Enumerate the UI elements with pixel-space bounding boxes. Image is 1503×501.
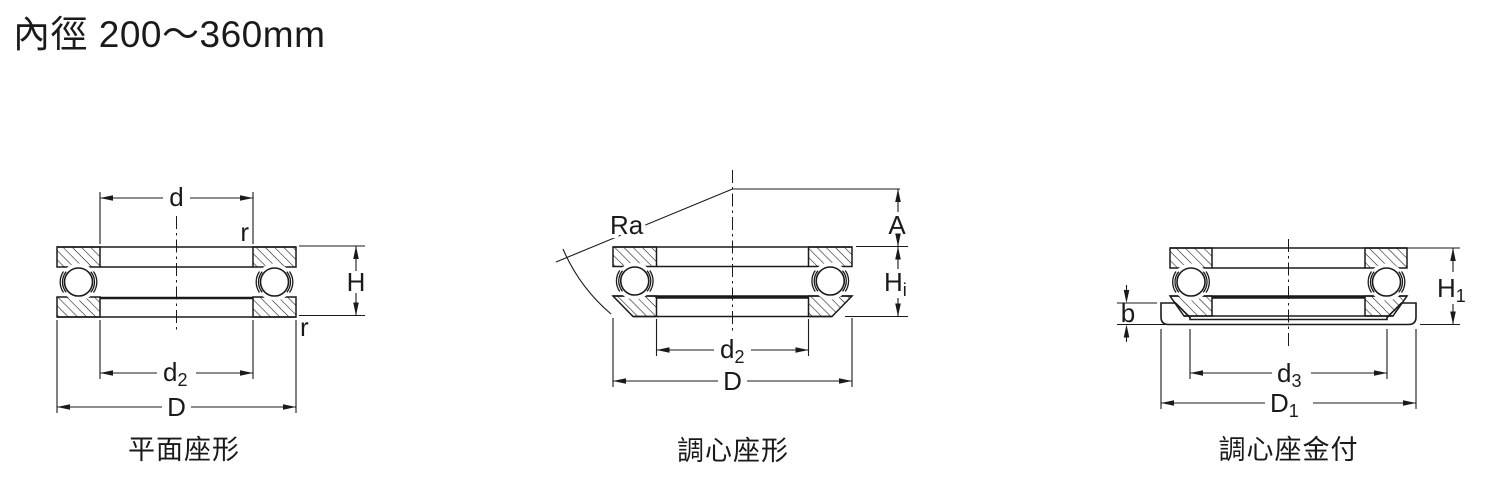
- arrowhead: [240, 195, 253, 201]
- dimension-d3: d3: [1189, 329, 1388, 391]
- dim-label-D: D: [167, 392, 186, 422]
- dim-label-r-bottom: r: [300, 312, 309, 342]
- dim-label-D: D: [723, 366, 742, 396]
- arrowhead: [656, 347, 670, 353]
- dimension-d: d: [99, 182, 254, 244]
- arrowhead: [1190, 370, 1203, 376]
- arrowhead: [1123, 290, 1130, 303]
- caption-aligning-seat: 調心座形: [677, 436, 789, 466]
- dimension-d2: d2: [655, 319, 810, 367]
- bearing-cross-section: [611, 246, 854, 318]
- dim-label-d2: d2: [720, 334, 744, 367]
- arrowhead: [1403, 400, 1416, 406]
- diagram-aligning-seat-washer: b H1 d3: [1117, 239, 1466, 465]
- diagram-aligning-seat: Ra A: [555, 170, 908, 466]
- dimension-D: D: [612, 318, 853, 396]
- arrowhead: [353, 246, 359, 259]
- dim-label-H1: H1: [1437, 273, 1466, 306]
- arrowhead: [57, 404, 70, 410]
- arrowhead: [795, 347, 809, 353]
- arrowhead: [839, 378, 852, 384]
- arrowhead: [240, 370, 253, 376]
- arrowhead: [100, 195, 113, 201]
- dim-label-H: H: [347, 267, 366, 297]
- arrowhead: [895, 246, 901, 260]
- arrowhead: [1374, 370, 1387, 376]
- arrowhead: [895, 189, 901, 202]
- page-title: 內徑 200〜360mm: [13, 14, 326, 55]
- dimension-D: D: [56, 320, 297, 422]
- arrowhead: [1123, 324, 1130, 338]
- dim-label-D1: D1: [1270, 388, 1299, 421]
- dimension-D1: D1: [1160, 329, 1417, 421]
- arrowhead: [283, 404, 296, 410]
- dim-label-b: b: [1121, 298, 1135, 328]
- diagram-flat-seat: d r: [56, 182, 366, 465]
- dimension-Hi: Hi: [845, 246, 908, 318]
- ball: [59, 262, 98, 302]
- dim-label-r-top: r: [240, 217, 249, 247]
- arrowhead: [895, 303, 901, 317]
- bearing-cross-section: [1168, 239, 1409, 349]
- ball: [255, 262, 294, 302]
- dim-label-d: d: [169, 182, 183, 212]
- arrowhead: [353, 302, 359, 316]
- dim-label-Hi: Hi: [884, 267, 907, 300]
- sphere-radius-arc: [562, 248, 612, 315]
- arrowhead: [895, 233, 901, 247]
- dim-label-d2: d2: [163, 357, 187, 390]
- dim-label-d3: d3: [1277, 358, 1301, 391]
- ball: [1367, 262, 1406, 302]
- ball: [615, 261, 655, 301]
- dim-label-A: A: [888, 210, 906, 240]
- dim-label-Ra: Ra: [610, 210, 644, 240]
- dimension-d2: d2: [99, 320, 254, 390]
- dimension-H1: H1: [1407, 247, 1466, 326]
- dimension-H: H: [299, 245, 366, 317]
- arrowhead: [100, 370, 113, 376]
- caption-aligning-seat-washer: 調心座金付: [1219, 435, 1359, 465]
- caption-flat-seat: 平面座形: [128, 435, 240, 465]
- arrowhead: [613, 378, 626, 384]
- arrowhead: [1450, 248, 1456, 261]
- arrowhead: [1161, 400, 1174, 406]
- arrowhead: [1450, 311, 1456, 325]
- Ra-leader-line: [555, 188, 733, 263]
- ball: [810, 261, 850, 301]
- ball: [1171, 262, 1211, 302]
- dimension-b: b: [1117, 285, 1192, 342]
- bearing-cross-section: [56, 216, 297, 331]
- dimension-A: A: [856, 189, 908, 248]
